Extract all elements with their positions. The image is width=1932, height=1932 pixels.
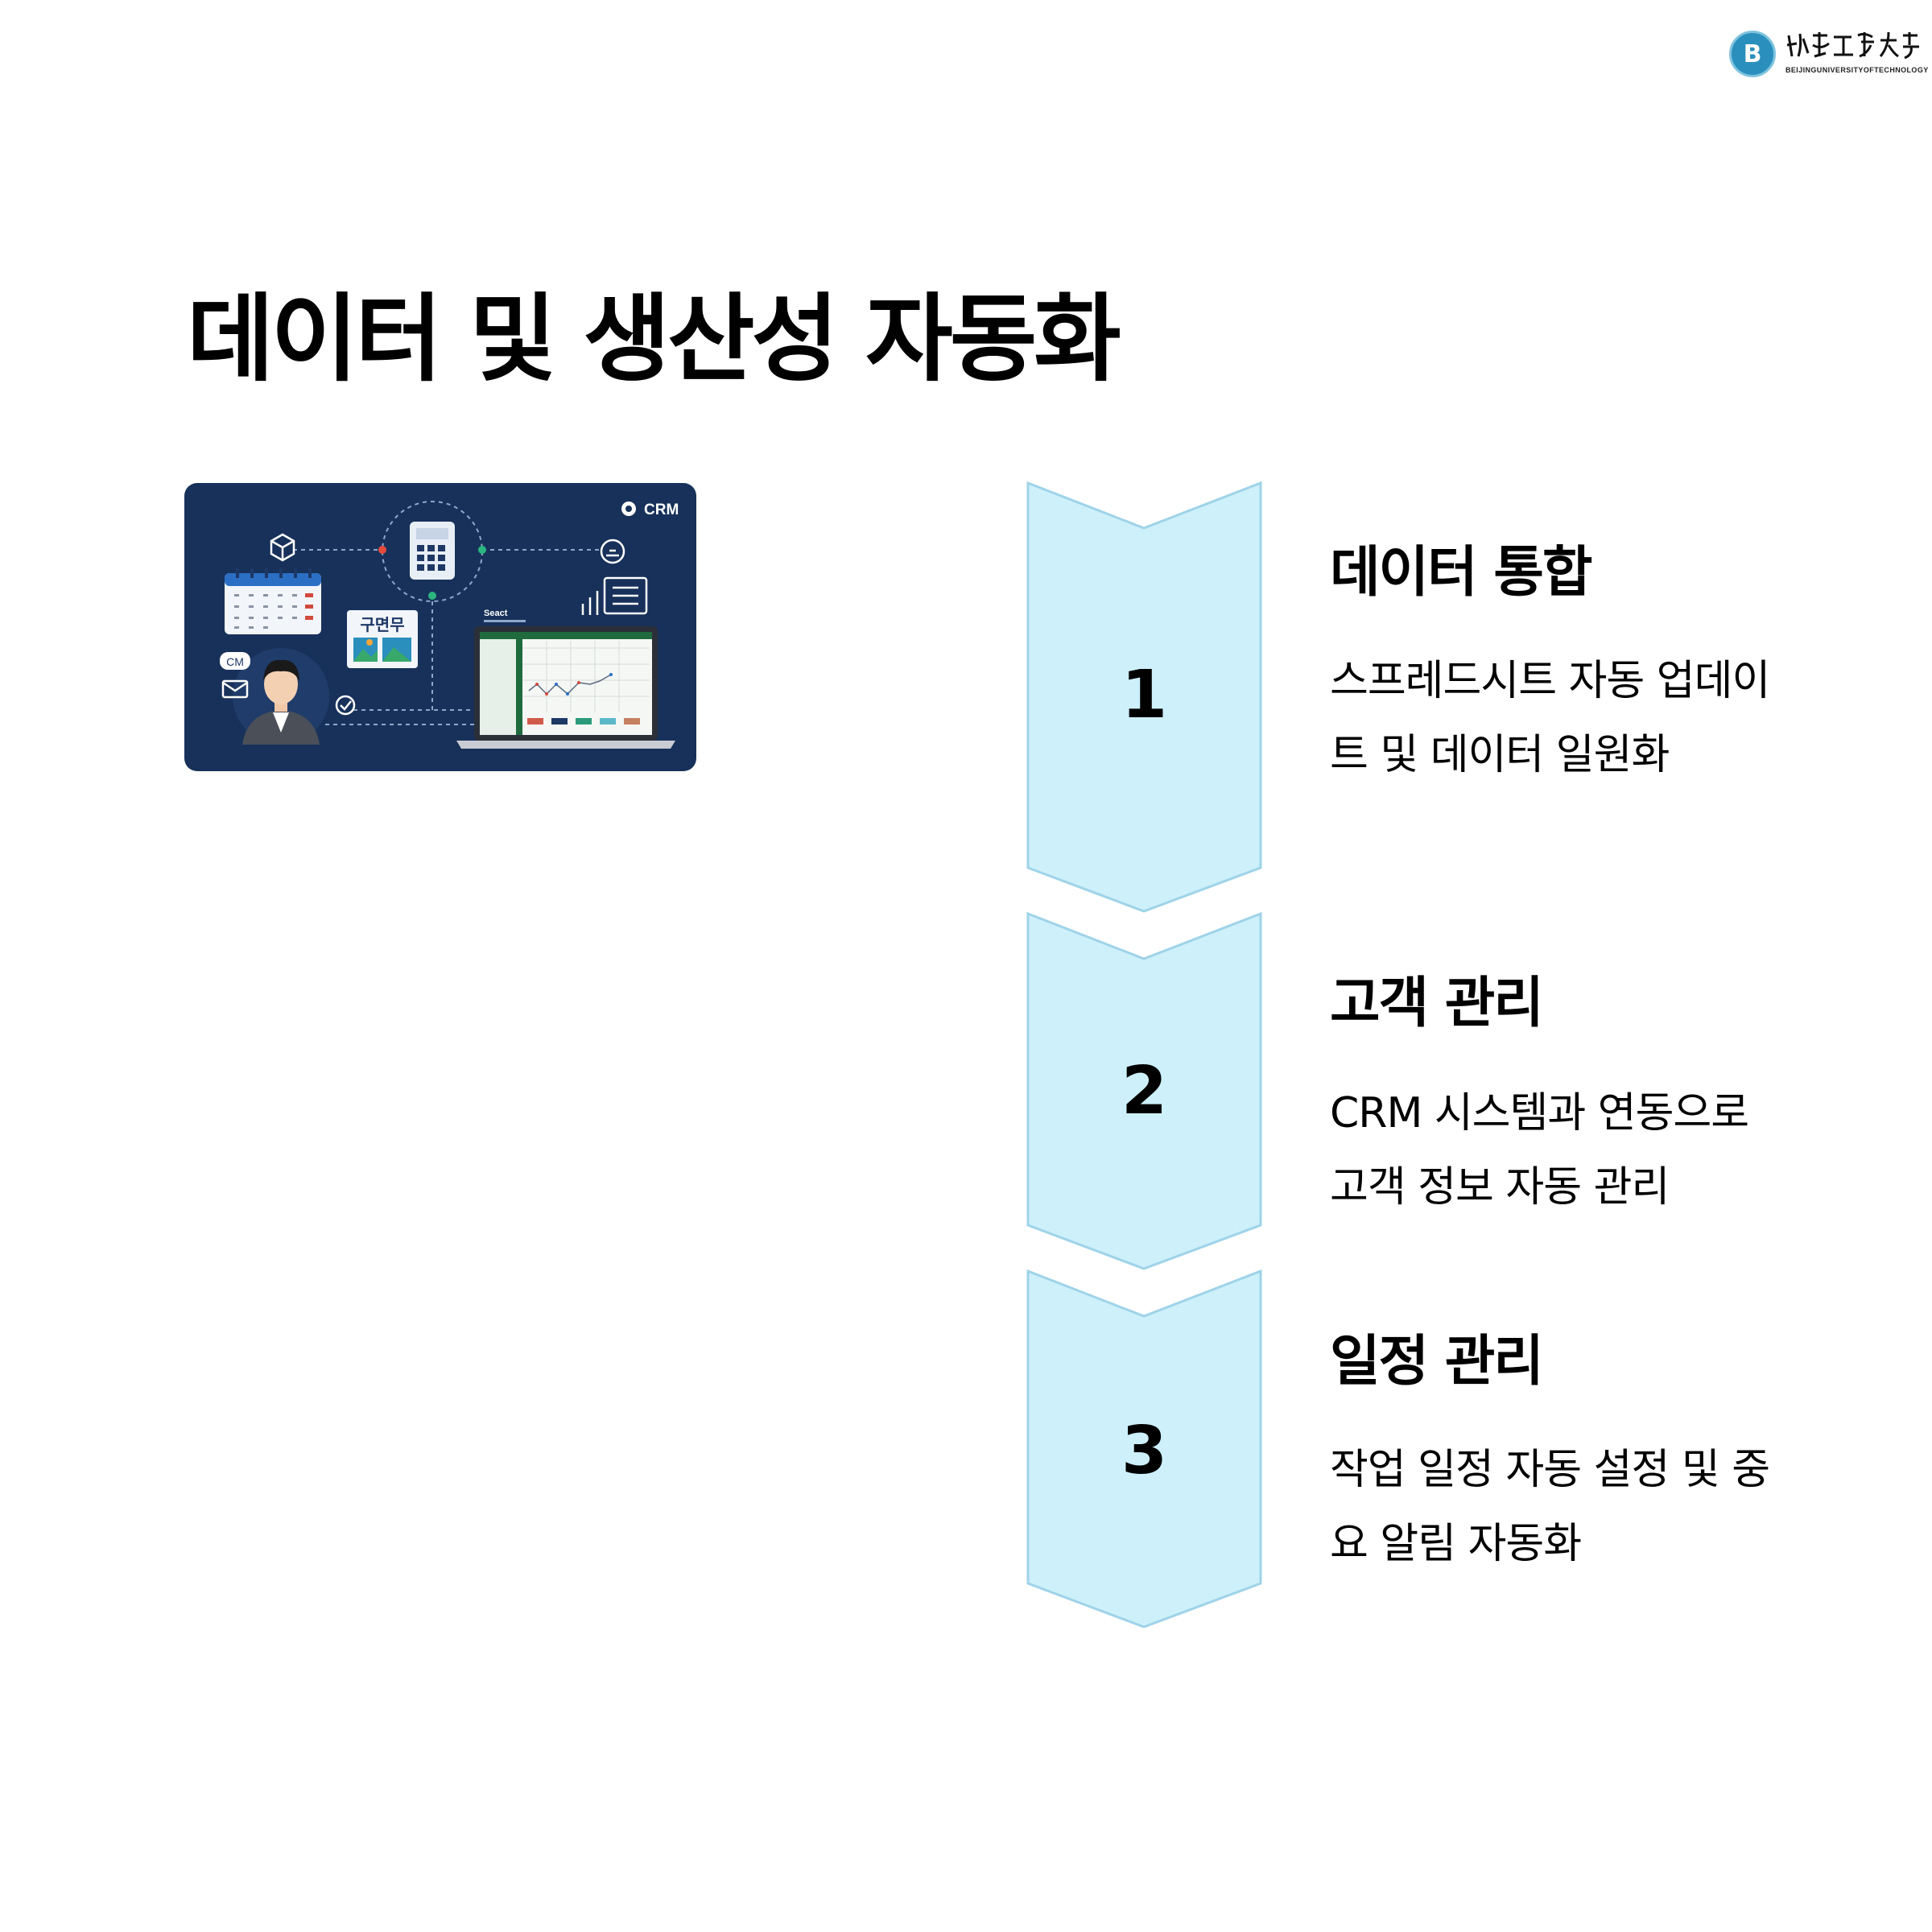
step-number-1: 1	[1121, 657, 1168, 733]
step-title-2: 고객 관리	[1330, 972, 1544, 1035]
step-description-1: 스프레드시트 자동 업데이트 및 데이터 일원화	[1330, 657, 1770, 779]
cloud-icon	[600, 539, 625, 564]
screen-heading: Seact	[484, 609, 508, 618]
step-chevron-2: 2	[1026, 912, 1262, 1270]
step-title-3: 일정 관리	[1330, 1330, 1544, 1393]
calendar-icon	[225, 568, 321, 634]
step-description-3: 작업 일정 자동 설정 및 중요 알림 자동화	[1330, 1446, 1770, 1568]
calculator-icon	[410, 522, 455, 580]
laptop-icon	[456, 626, 675, 749]
step-number-3: 3	[1121, 1413, 1168, 1489]
media-card-label: 구면무	[360, 615, 404, 634]
logo-emblem-icon	[1729, 31, 1776, 77]
automation-illustration: CRM	[184, 483, 696, 771]
logo-calligraphy	[1786, 31, 1919, 60]
chat-bubble-label: CM	[226, 655, 244, 668]
chat-bubble-icon	[220, 652, 250, 670]
mail-icon	[221, 679, 249, 699]
illustration-graphic: CRM	[220, 501, 679, 749]
avatar	[233, 648, 329, 745]
cube-icon	[270, 533, 295, 562]
university-logo: BEIJINGUNIVERSITYOFTECHNOLOGY	[1729, 29, 1928, 79]
report-icon	[581, 576, 648, 615]
step-title-1: 데이터 통합	[1330, 541, 1592, 605]
crm-badge: CRM	[644, 502, 679, 518]
step-number-2: 2	[1121, 1053, 1168, 1129]
crm-gear-icon	[621, 502, 636, 516]
media-card-icon	[347, 610, 418, 668]
step-chevron-3: 3	[1026, 1269, 1262, 1629]
logo-subtitle: BEIJINGUNIVERSITYOFTECHNOLOGY	[1785, 66, 1929, 74]
page-title: 데이터 및 생산성 자동화	[187, 283, 1121, 394]
check-icon	[335, 695, 356, 716]
step-chevron-1: 1	[1026, 481, 1262, 913]
step-description-2: CRM 시스템과 연동으로 고객 정보 자동 관리	[1330, 1089, 1749, 1212]
